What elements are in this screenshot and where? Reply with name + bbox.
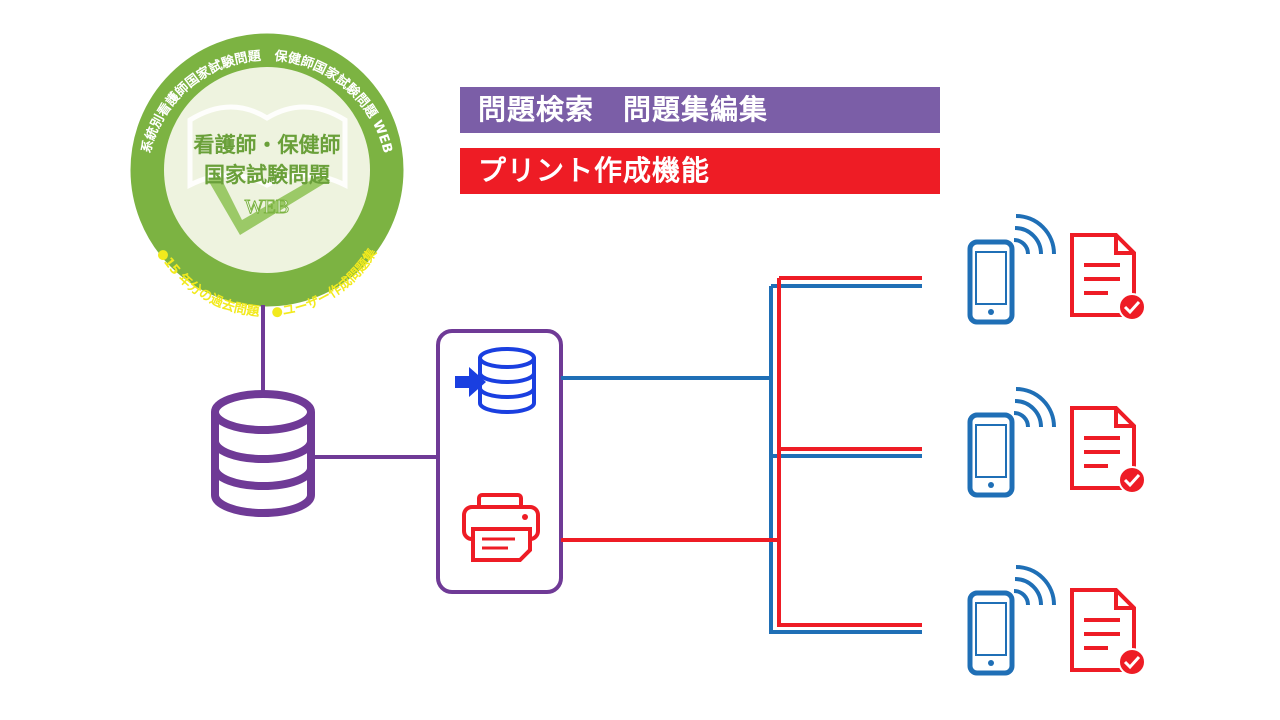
blue-network-lines bbox=[561, 284, 922, 634]
document-check-icon bbox=[1070, 233, 1147, 322]
logo-seal: 看護師・保健師 国家試験問題 WEB 系統別看護師国家試験問題 保健師国家試験問… bbox=[127, 30, 407, 320]
client-1 bbox=[970, 216, 1147, 322]
document-check-icon bbox=[1070, 588, 1147, 677]
smartphone-wifi-icon bbox=[970, 389, 1054, 495]
logo-title-line3: WEB bbox=[245, 196, 289, 218]
client-2 bbox=[970, 389, 1147, 495]
database-icon bbox=[211, 390, 315, 517]
client-3 bbox=[970, 567, 1147, 677]
smartphone-wifi-icon bbox=[970, 216, 1054, 322]
search-edit-banner: 問題検索 問題集編集 bbox=[460, 87, 940, 133]
document-check-icon bbox=[1070, 406, 1147, 495]
red-network-lines bbox=[561, 276, 922, 627]
logo-title-line2: 国家試験問題 bbox=[204, 163, 331, 187]
database-import-icon bbox=[455, 347, 536, 414]
print-feature-banner: プリント作成機能 bbox=[460, 148, 940, 194]
printer-icon bbox=[462, 493, 540, 562]
smartphone-wifi-icon bbox=[970, 567, 1054, 673]
logo-title-line1: 看護師・保健師 bbox=[194, 133, 341, 157]
